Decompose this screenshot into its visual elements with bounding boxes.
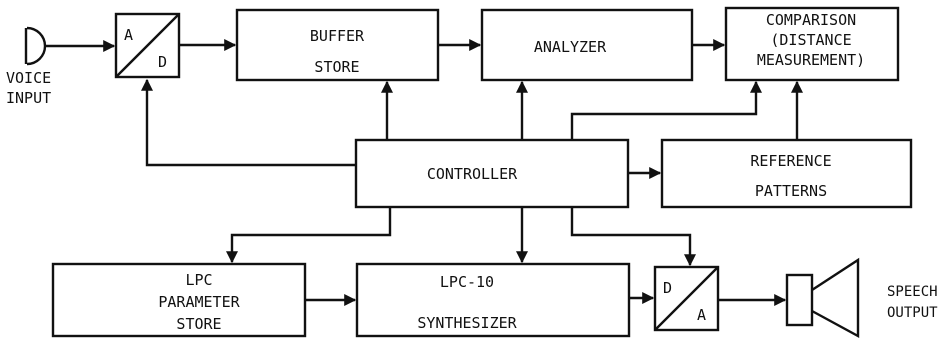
lpc-store-line2: PARAMETER bbox=[158, 293, 240, 311]
voice-input-line1: VOICE bbox=[6, 69, 51, 87]
controller-block: CONTROLLER bbox=[354, 138, 630, 209]
adc-block: A D bbox=[114, 12, 181, 79]
analyzer-block: ANALYZER bbox=[480, 8, 694, 82]
buffer-store-line2: STORE bbox=[314, 58, 359, 76]
speech-output-line1: SPEECH bbox=[887, 284, 938, 300]
speech-output-line2: OUTPUT bbox=[887, 305, 938, 321]
synthesizer-line2: SYNTHESIZER bbox=[417, 314, 517, 332]
dac-block: D A bbox=[653, 265, 720, 332]
lpc-store-line1: LPC bbox=[185, 271, 212, 289]
speech-output-label: SPEECH OUTPUT bbox=[887, 284, 938, 321]
synthesizer-line1: LPC-10 bbox=[440, 273, 494, 291]
reference-patterns-line2: PATTERNS bbox=[755, 182, 827, 200]
lpc-10-synthesizer-block: LPC-10 SYNTHESIZER bbox=[355, 262, 631, 338]
analyzer-label: ANALYZER bbox=[534, 38, 607, 56]
reference-patterns-block: REFERENCE PATTERNS bbox=[660, 138, 913, 209]
dac-bottom-label: A bbox=[697, 306, 706, 324]
adc-top-label: A bbox=[124, 26, 133, 44]
arrow-controller-to-adc bbox=[141, 78, 356, 167]
comparison-line3: MEASUREMENT) bbox=[757, 51, 865, 69]
speaker-icon bbox=[785, 257, 860, 339]
voice-input-line2: INPUT bbox=[6, 89, 51, 107]
arrow-controller-to-comparison bbox=[570, 80, 762, 140]
arrow-controller-to-dac bbox=[570, 207, 696, 267]
microphone-icon bbox=[24, 26, 47, 66]
comparison-line2: (DISTANCE bbox=[770, 31, 851, 49]
dac-top-label: D bbox=[663, 279, 672, 297]
controller-label: CONTROLLER bbox=[427, 165, 518, 183]
comparison-block: COMPARISON (DISTANCE MEASUREMENT) bbox=[724, 6, 900, 82]
reference-patterns-line1: REFERENCE bbox=[750, 152, 831, 170]
lpc-store-line3: STORE bbox=[176, 315, 221, 333]
voice-input-label: VOICE INPUT bbox=[6, 69, 51, 107]
adc-bottom-label: D bbox=[158, 53, 167, 71]
lpc-parameter-store-block: LPC PARAMETER STORE bbox=[51, 262, 307, 338]
buffer-store-block: BUFFER STORE bbox=[235, 8, 440, 82]
arrow-controller-to-lpc-store bbox=[226, 207, 392, 264]
comparison-line1: COMPARISON bbox=[766, 11, 856, 29]
buffer-store-line1: BUFFER bbox=[310, 27, 365, 45]
